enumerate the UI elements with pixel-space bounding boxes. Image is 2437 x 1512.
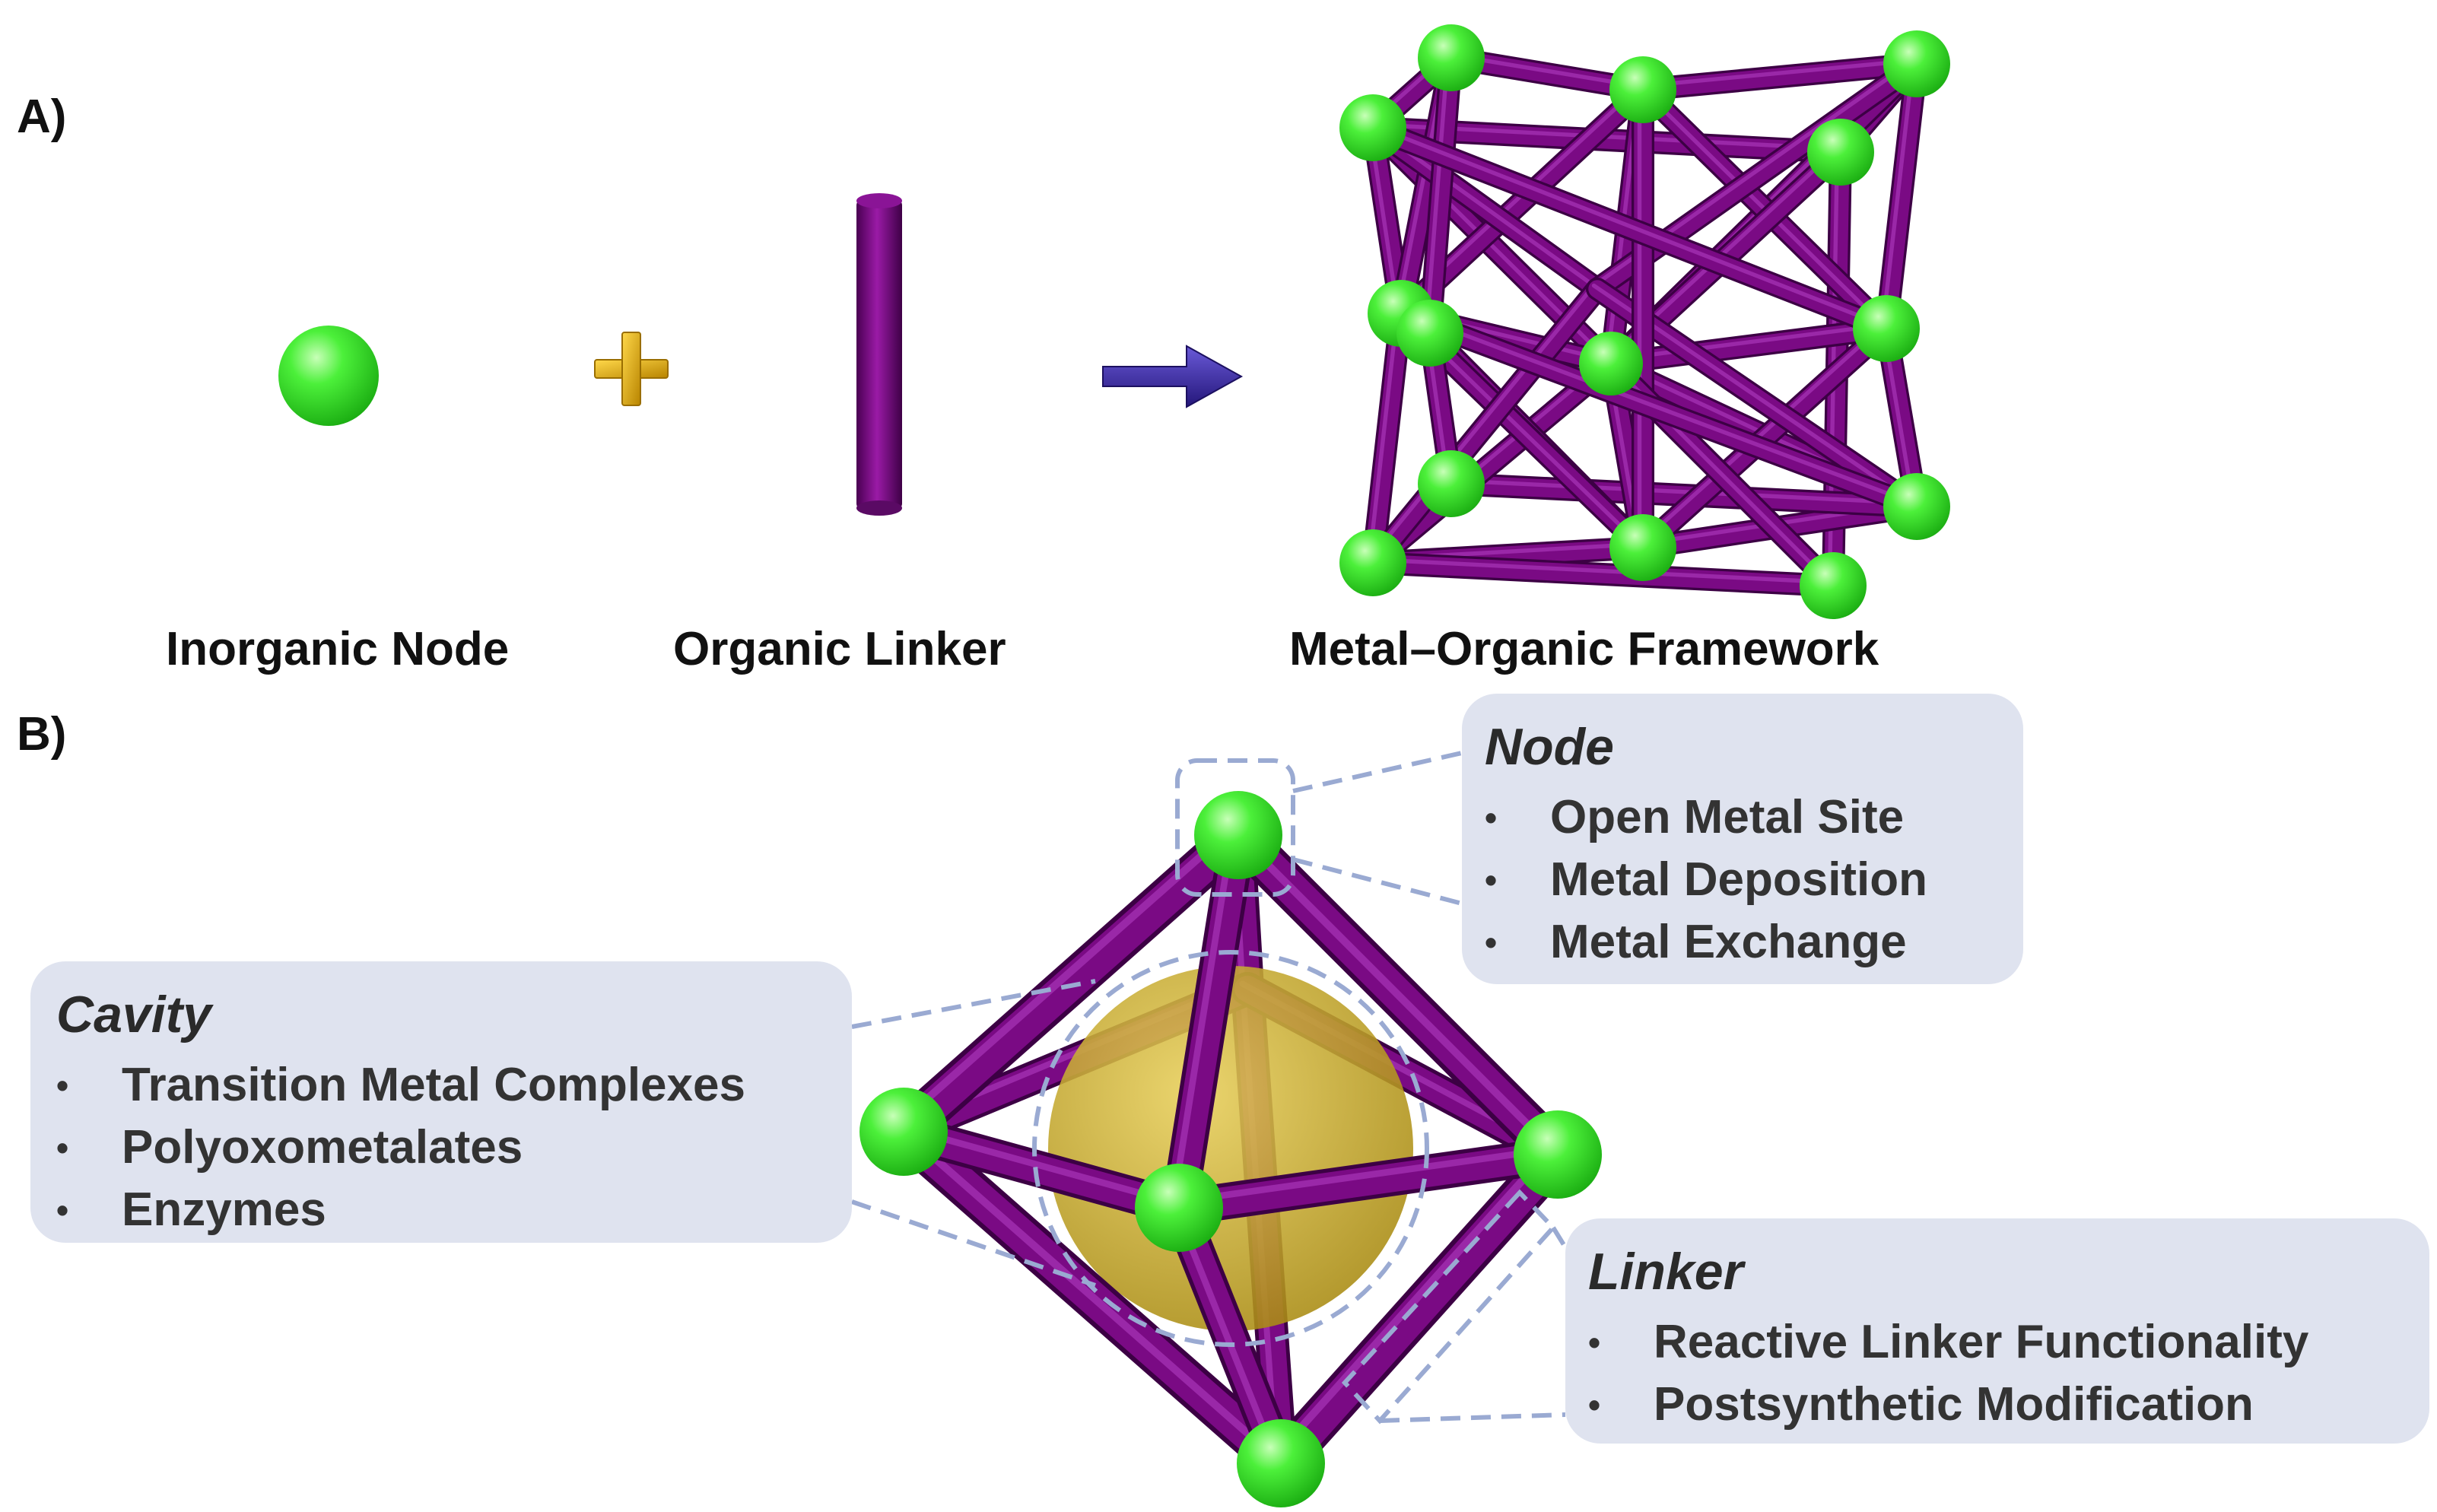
mof-node-sphere	[1418, 450, 1485, 517]
mof-linker-rod-body	[1877, 55, 1926, 338]
node-callout-item: •Metal Exchange	[1485, 916, 1907, 968]
mof-linker-rod-body	[1364, 554, 1842, 595]
mof-linker-rod-body	[1602, 319, 1895, 373]
cavity-callout-title: Cavity	[56, 986, 212, 1043]
mof-linker-rod-shine	[1395, 307, 1916, 506]
node-highlight-box	[1175, 758, 1295, 897]
node-callout-title: Node	[1485, 718, 1614, 776]
octahedron-node-sphere	[859, 1088, 948, 1176]
inorganic-node-label: Inorganic Node	[166, 623, 510, 675]
mof-node-sphere	[1883, 473, 1950, 540]
linker-callout-item: •Postsynthetic Modification	[1588, 1378, 2254, 1431]
mof-linker-rod-shine	[1445, 478, 1916, 506]
callout-connectors	[851, 751, 1568, 1425]
cavity-connector	[851, 1199, 1096, 1288]
linker-connector	[1379, 1412, 1566, 1423]
mof-linker-rod-shine	[1367, 283, 1597, 562]
plus-icon	[594, 332, 669, 406]
cavity-callout-item: •Enzymes	[56, 1183, 326, 1236]
cavity-callout-item: •Transition Metal Complexes	[56, 1059, 745, 1111]
octahedron-linker-rod-body	[889, 1117, 1193, 1222]
octahedron-linker-rod-shine	[1228, 824, 1555, 1152]
linker-callout-item: •Reactive Linker Functionality	[1588, 1316, 2309, 1368]
octahedron-linker-rod-shine	[893, 1121, 1279, 1461]
mof-node-sphere	[1609, 514, 1676, 581]
mof-node-sphere	[1609, 56, 1676, 123]
panel-b-letter: B)	[17, 708, 67, 761]
node-connector	[1292, 751, 1463, 793]
cavity-callout: Cavity •Transition Metal Complexes •Poly…	[30, 961, 852, 1243]
mof-linker-rod-body	[1634, 55, 1926, 99]
linker-connector	[1551, 1226, 1568, 1249]
octahedron-linker-rod-shine	[1170, 826, 1237, 1206]
organic-linker-label: Organic Linker	[673, 623, 1006, 675]
mof-linker-rod-shine	[1367, 557, 1832, 585]
mof-linker-rod-shine	[1880, 58, 1916, 328]
mof-linker-rod-body	[1421, 49, 1460, 342]
organic-linker-rod	[856, 193, 902, 516]
cavity-connector	[851, 979, 1096, 1029]
mof-node-sphere	[1339, 529, 1406, 596]
cavity-callout-item: •Polyoxometalates	[56, 1121, 523, 1174]
mof-linker-rod-body	[1364, 280, 1606, 572]
node-callout-item: •Metal Deposition	[1485, 853, 1928, 906]
cavity-highlight-circle	[1032, 950, 1429, 1347]
mof-linker-rod-shine	[1637, 84, 1886, 328]
mof-label: Metal–Organic Framework	[1289, 623, 1879, 675]
arrow-right-icon	[1102, 345, 1244, 408]
mof-node-sphere	[1800, 552, 1867, 619]
octahedron-node-sphere	[1237, 1419, 1325, 1507]
mof-lattice	[1339, 24, 1950, 619]
mof-linker-rod-shine	[1637, 58, 1916, 89]
node-callout: Node •Open Metal Site •Metal Deposition …	[1462, 694, 2023, 984]
octahedron-linker-rod-body	[1264, 1138, 1574, 1480]
mof-node-sphere	[1579, 332, 1643, 395]
mof-linker-rod-shine	[1367, 122, 1886, 328]
mof-linker-rod-shine	[1424, 52, 1450, 332]
mof-node-sphere	[1883, 30, 1950, 97]
inorganic-node-sphere	[278, 326, 379, 426]
mof-node-sphere	[1418, 24, 1485, 91]
mof-node-sphere	[1396, 300, 1463, 367]
node-callout-item: •Open Metal Site	[1485, 791, 1905, 843]
panel-a-letter: A)	[17, 91, 67, 143]
octahedron-node-sphere	[1135, 1164, 1223, 1252]
octahedron-linker-rod-body	[1164, 821, 1253, 1222]
octahedron-node-sphere	[1514, 1110, 1602, 1199]
cavity-sphere	[1048, 966, 1413, 1331]
octahedron-linker-rod-shine	[1270, 1144, 1555, 1461]
mof-linker-rod-body	[1442, 475, 1926, 516]
linker-callout-title: Linker	[1588, 1243, 1744, 1301]
linker-callout: Linker •Reactive Linker Functionality •P…	[1565, 1218, 2429, 1444]
octahedron-linker-rod-body	[1164, 1140, 1572, 1222]
mof-linker-rod-shine	[1367, 307, 1400, 562]
mof-node-sphere	[1807, 119, 1874, 186]
mof-linker-rod-shine	[1637, 322, 1886, 547]
mof-linker-rod-body	[1364, 304, 1410, 572]
octahedron-linker-rod-shine	[1170, 1145, 1556, 1206]
octahedron-node-sphere	[1194, 791, 1282, 879]
mof-node-sphere	[1853, 295, 1920, 362]
mof-node-sphere	[1339, 94, 1406, 161]
